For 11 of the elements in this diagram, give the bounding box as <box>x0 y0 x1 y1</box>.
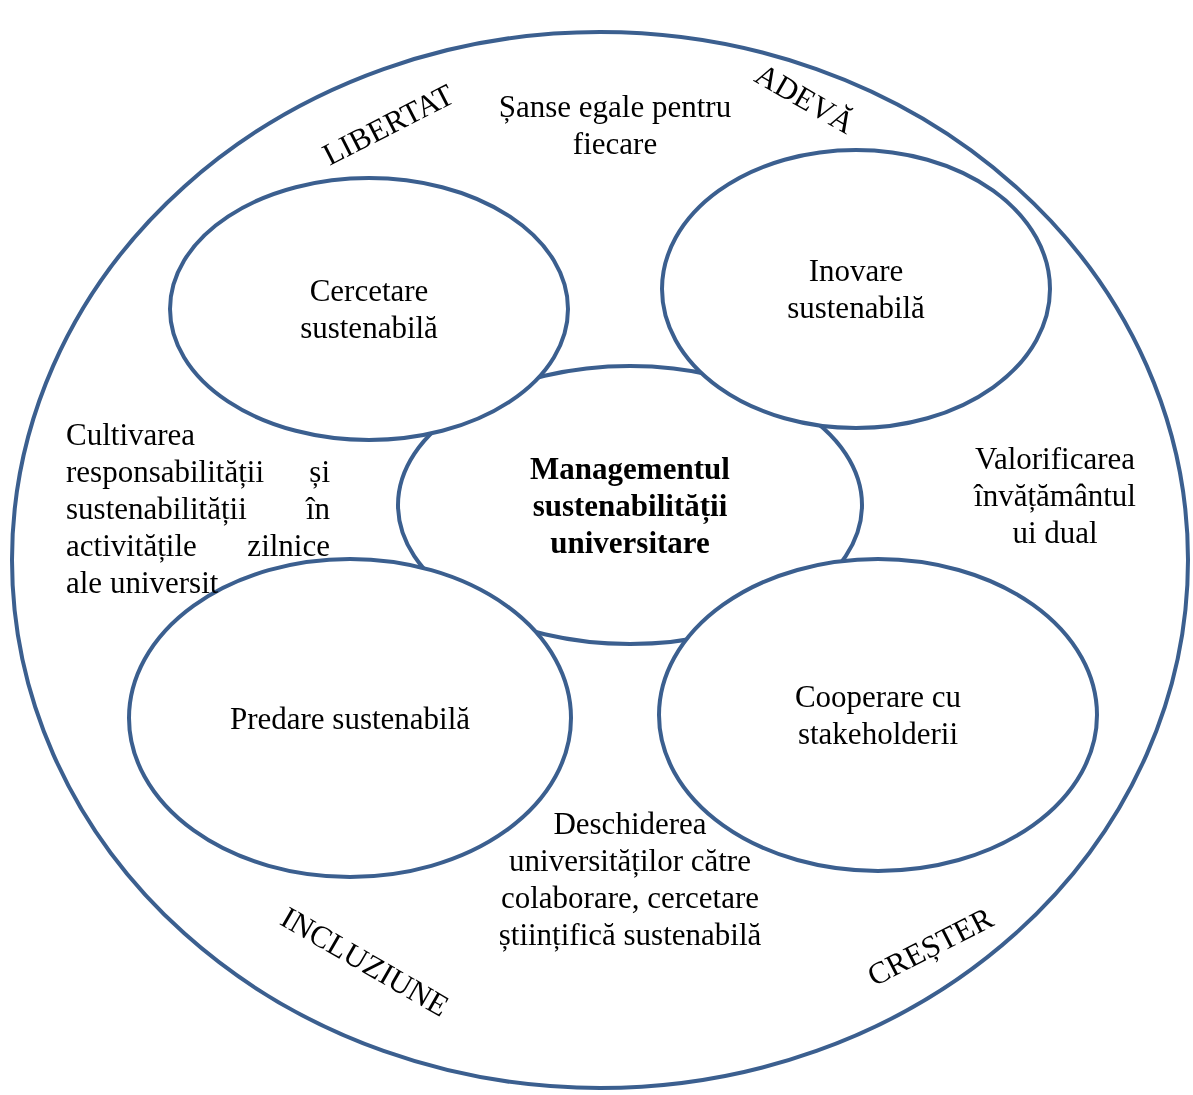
node-text: Managementul sustenabilității universitare <box>529 449 731 561</box>
label-text: Deschiderea universităților către colaborare, cercetare științifică sustenabilă <box>497 805 763 953</box>
circle <box>10 30 1190 1090</box>
label-text: Cultivarea responsabilității și sustenabilității în activitățile zilnice ale universit <box>66 416 330 601</box>
label-text: Șanse egale pentru fiecare <box>497 88 733 162</box>
ellipse <box>660 148 1052 430</box>
node-text: Predare sustenabilă <box>228 699 472 737</box>
node-text: Cooperare cu stakeholderii <box>793 678 963 752</box>
node-text: Inovare sustenabilă <box>786 252 926 326</box>
node-text: Cercetare sustenabilă <box>299 272 439 346</box>
label-text: Valorificarea învățământul ui dual <box>972 440 1137 551</box>
